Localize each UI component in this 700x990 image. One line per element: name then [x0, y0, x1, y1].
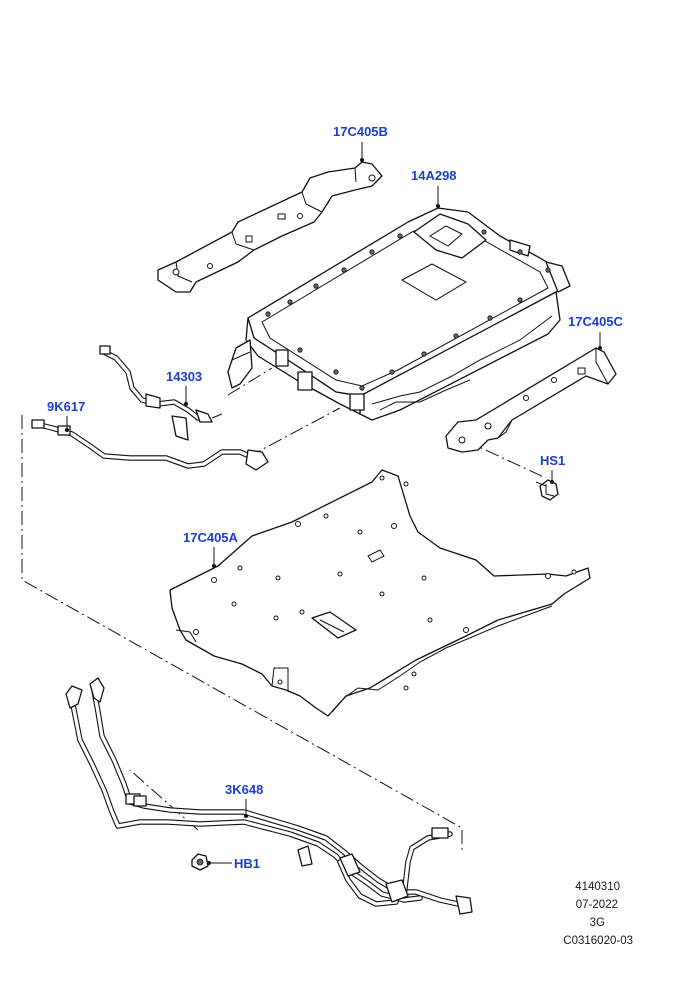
svg-text:14303: 14303: [166, 369, 202, 384]
tube-assembly-3k648[interactable]: [65, 677, 473, 915]
illustration-date: 07-2022: [576, 899, 618, 911]
callout-3k648[interactable]: 3K648: [225, 782, 263, 818]
callout-17c405b[interactable]: 17C405B: [333, 124, 388, 162]
callout-hb1[interactable]: HB1: [207, 856, 260, 871]
upper-bracket-17c405b[interactable]: [157, 161, 383, 293]
svg-text:17C405A: 17C405A: [183, 530, 239, 545]
alignment-lines: [21, 367, 547, 850]
inverter-module-14a298[interactable]: [227, 207, 571, 421]
screw-hs1[interactable]: [535, 479, 559, 501]
callout-17c405c[interactable]: 17C405C: [568, 314, 624, 350]
svg-text:9K617: 9K617: [47, 399, 85, 414]
callout-14303[interactable]: 14303: [166, 369, 202, 406]
svg-text:3K648: 3K648: [225, 782, 263, 797]
callout-hs1[interactable]: HS1: [540, 453, 565, 484]
svg-text:17C405B: 17C405B: [333, 124, 388, 139]
callout-14a298[interactable]: 14A298: [411, 168, 457, 208]
callout-9k617[interactable]: 9K617: [47, 399, 85, 432]
reference-block: 4140310 07-2022 3G C0316020-03: [563, 881, 633, 947]
svg-text:14A298: 14A298: [411, 168, 457, 183]
cable-14303[interactable]: [99, 345, 223, 441]
illustration-group: C0316020-03: [563, 935, 633, 947]
callout-17c405a[interactable]: 17C405A: [183, 530, 239, 568]
bolt-hb1[interactable]: [191, 853, 209, 871]
svg-text:HS1: HS1: [540, 453, 565, 468]
illustration-code: 3G: [590, 917, 605, 929]
perimeter-bolts: [265, 229, 551, 391]
svg-text:HB1: HB1: [234, 856, 260, 871]
side-bracket-17c405c[interactable]: [445, 347, 617, 453]
svg-text:17C405C: 17C405C: [568, 314, 624, 329]
tray-17c405a[interactable]: [169, 469, 591, 717]
hose-9k617[interactable]: [31, 419, 269, 471]
illustration-number: 4140310: [575, 881, 620, 893]
